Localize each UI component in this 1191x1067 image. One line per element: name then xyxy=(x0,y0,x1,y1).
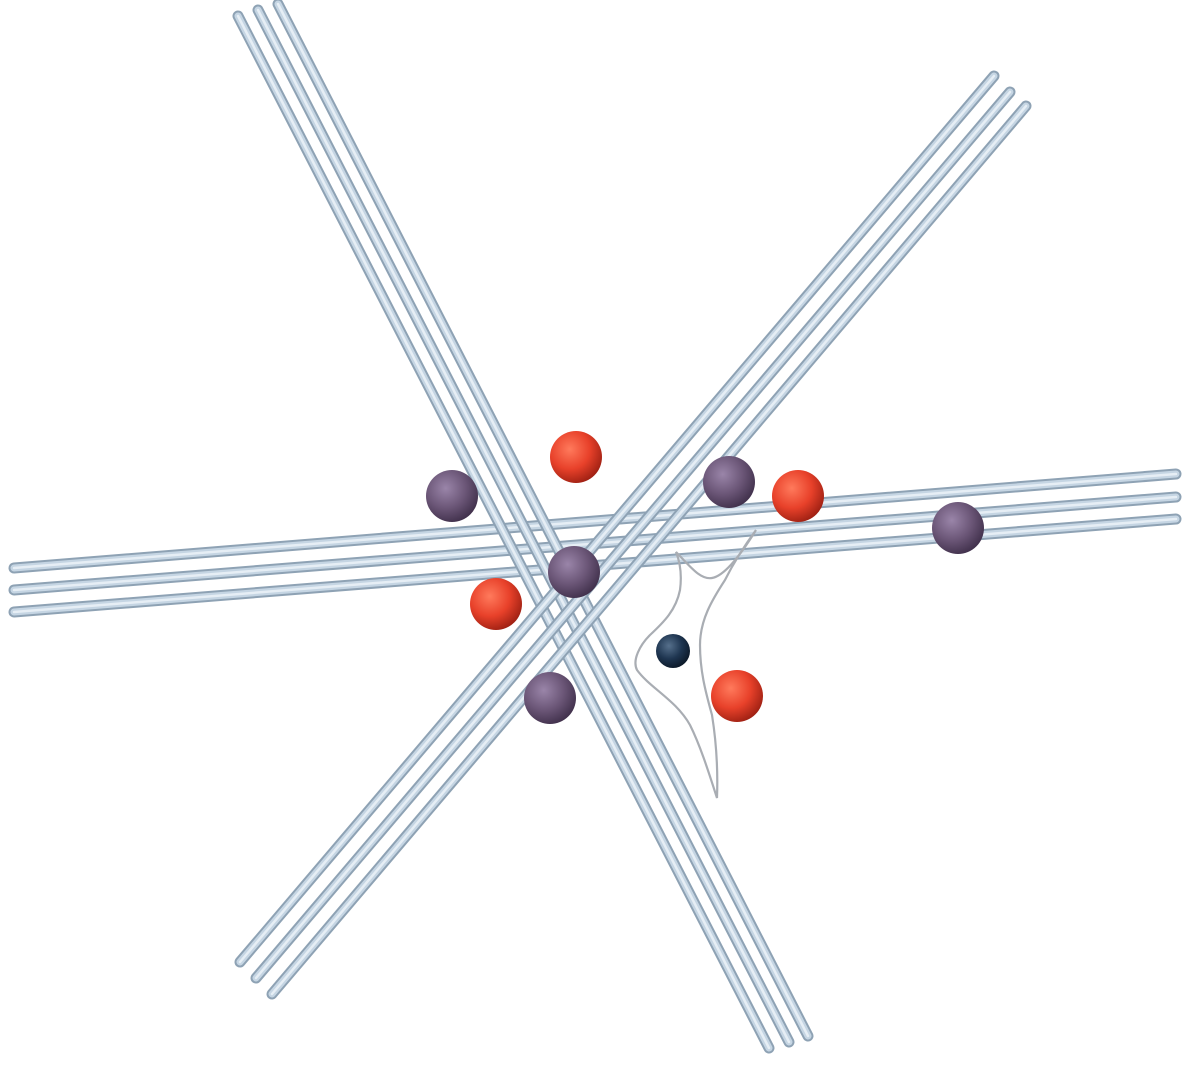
rod-diagonal xyxy=(272,106,1026,994)
purple-sphere xyxy=(426,470,478,522)
red-sphere xyxy=(772,470,824,522)
potential-contour xyxy=(635,530,756,798)
rod-horizontal xyxy=(14,474,1176,568)
purple-sphere xyxy=(703,456,755,508)
red-sphere xyxy=(550,431,602,483)
rod-steep xyxy=(278,4,808,1036)
navy-sphere xyxy=(656,634,690,668)
purple-sphere xyxy=(524,672,576,724)
purple-sphere xyxy=(932,502,984,554)
rods-layer xyxy=(14,4,1176,1048)
purple-sphere xyxy=(548,546,600,598)
red-sphere xyxy=(470,578,522,630)
red-sphere xyxy=(711,670,763,722)
